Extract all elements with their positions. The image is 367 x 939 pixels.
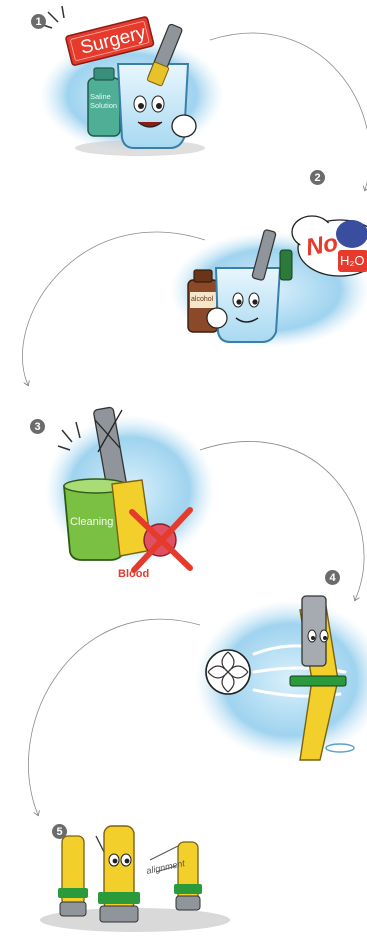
- cleaning-bucket-label: Cleaning: [70, 516, 113, 528]
- flow-arrow-1: [210, 33, 367, 190]
- step-number-4: 4: [325, 570, 340, 585]
- blood-warning-label: Blood: [118, 568, 149, 580]
- step-number-5: 5: [52, 824, 67, 839]
- alcohol-bottle-label: alcohol: [191, 296, 213, 303]
- step-5-illustration: [40, 826, 230, 932]
- step-number-1: 1: [31, 14, 46, 29]
- no-water-label: No: [304, 229, 340, 262]
- flow-arrow-4: [28, 619, 200, 815]
- h2o-label: H₂O: [340, 253, 365, 268]
- step-4-illustration: [195, 596, 367, 760]
- step-number-3: 3: [30, 419, 45, 434]
- step-2-illustration: [170, 216, 367, 348]
- step-3-illustration: [45, 407, 215, 570]
- step-number-2: 2: [310, 170, 325, 185]
- saline-bottle-label: Saline Solution: [90, 92, 120, 110]
